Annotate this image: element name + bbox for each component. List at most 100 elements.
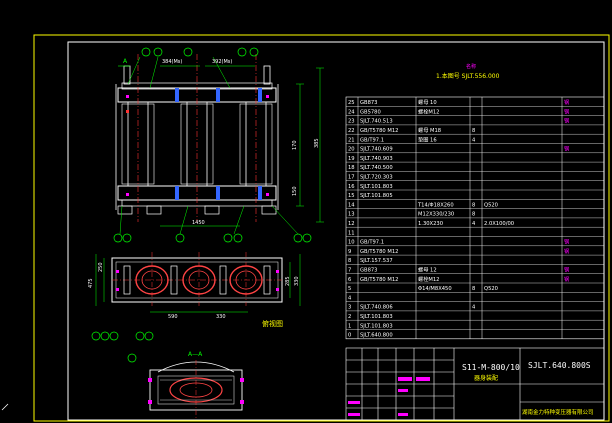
bom-code: SJLT.157.537	[360, 258, 393, 264]
bom-name: Φ14/M8X450	[418, 286, 452, 292]
bom-row: 19 SJLT.740.903	[348, 156, 393, 162]
bom-no: 23	[348, 119, 355, 125]
plan-view-label: 俯视图	[262, 319, 283, 328]
dim-plan-right-a: 285	[285, 276, 291, 286]
bom-row: 13 M12X330/230 8	[348, 212, 475, 218]
bom-qty: 4	[472, 305, 476, 311]
bom-qty: 4	[472, 221, 476, 227]
bom-no: 16	[348, 184, 355, 190]
bom-material: Q520	[484, 202, 498, 208]
bom-note: 钢	[564, 98, 569, 106]
bom-name: T14/Φ18X260	[417, 202, 454, 208]
bom-note: 钢	[564, 117, 569, 125]
bom-row: 25 GB873 螺母 10 钢	[348, 98, 569, 106]
bom-no: 15	[348, 193, 355, 199]
dim-plan-total: 475	[88, 278, 94, 288]
bom-no: 5	[348, 286, 351, 292]
bom-name: 螺栓M12	[418, 107, 439, 115]
bom-no: 9	[348, 249, 351, 255]
bom-name: 螺母 M18	[418, 126, 441, 134]
bom-code: SJLT.101.805	[360, 193, 393, 199]
balloon-markers-front	[113, 47, 312, 243]
dim-right-b: 150	[292, 186, 298, 196]
bom-table: 25 GB873 螺母 10 钢 2 4 GB5780 螺栓M12 钢 23 SJLT.740.51…	[345, 96, 605, 340]
bom-note-title: 名称	[466, 63, 476, 70]
bom-name: M12X330/230	[418, 212, 454, 218]
bom-note-drawing: 1.本图号 SJLT.556.000	[436, 72, 500, 80]
bom-row: 9 GB/T5780 M12 钢	[348, 247, 569, 255]
bom-no: 1	[348, 323, 351, 329]
title-block-fills	[348, 377, 430, 416]
bom-code: SJLT.740.806	[360, 305, 393, 311]
bom-no: 13	[348, 212, 355, 218]
bom-name: 螺栓M12	[418, 275, 439, 283]
title-company: 湖南金力特种变压器有限公司	[522, 408, 594, 416]
bom-code: GB/T97.1	[360, 240, 384, 246]
section-view-label: A—A	[188, 351, 203, 358]
bom-no: 0	[348, 333, 351, 339]
outer-frame	[33, 34, 610, 422]
bom-material: 2.0X100/00	[484, 221, 514, 227]
dim-top-right: 392(Ms)	[212, 59, 232, 65]
bom-name: 1.30X230	[418, 221, 443, 227]
bom-material: Q520	[484, 286, 498, 292]
bom-note: 钢	[564, 107, 569, 115]
bom-no: 7	[348, 268, 351, 274]
dim-plan-bottom-a: 590	[168, 314, 178, 320]
bom-row: 15 SJLT.101.805	[348, 193, 393, 199]
bom-no: 8	[348, 258, 351, 264]
bom-name: 螺母 12	[418, 266, 437, 274]
plan-dimensions	[95, 254, 301, 313]
bom-code: SJLT.740.500	[360, 165, 393, 171]
bom-code: SJLT.740.513	[360, 119, 393, 125]
dim-plan-bottom-b: 330	[216, 314, 226, 320]
dim-plan-a: 250	[98, 262, 104, 272]
bom-no: 22	[348, 128, 355, 134]
bom-code: GB873	[360, 100, 377, 106]
bom-no: 6	[348, 277, 351, 283]
bom-row: 8 SJLT.157.537	[348, 258, 393, 264]
bom-no: 4	[348, 295, 352, 301]
bom-note: 钢	[564, 247, 569, 255]
bom-no: 25	[348, 100, 355, 106]
bom-code: GB/T5780 M12	[360, 277, 398, 283]
bom-code: SJLT.740.903	[360, 156, 393, 162]
bom-no: 12	[348, 221, 355, 227]
bom-row: 11	[348, 230, 355, 236]
bom-code: GB/T5780 M12	[360, 128, 398, 134]
section-view	[148, 360, 244, 418]
bom-no: 19	[348, 156, 355, 162]
bom-no: 20	[348, 147, 355, 153]
bom-code: GB/T5780 M12	[360, 249, 398, 255]
bom-name: 垫圈 16	[418, 135, 437, 143]
bom-name: 螺母 10	[418, 98, 437, 106]
bom-code: GB5780	[360, 109, 381, 115]
title-drawing-no: SJLT.640.800S	[528, 361, 591, 370]
bom-no: 2	[348, 314, 351, 320]
dim-right-a: 170	[292, 140, 298, 150]
bom-row: 23 SJLT.740.513 钢	[348, 117, 569, 125]
dim-plan-right-b: 330	[294, 276, 300, 286]
bom-qty: 8	[472, 212, 475, 218]
bom-no: 21	[348, 137, 355, 143]
title-model-sub: 器身装配	[474, 374, 498, 382]
title-model: S11-M-800/10	[462, 363, 520, 372]
dim-right-total: 385	[314, 138, 320, 148]
front-dimensions	[160, 65, 324, 227]
bom-no: 10	[348, 240, 355, 246]
